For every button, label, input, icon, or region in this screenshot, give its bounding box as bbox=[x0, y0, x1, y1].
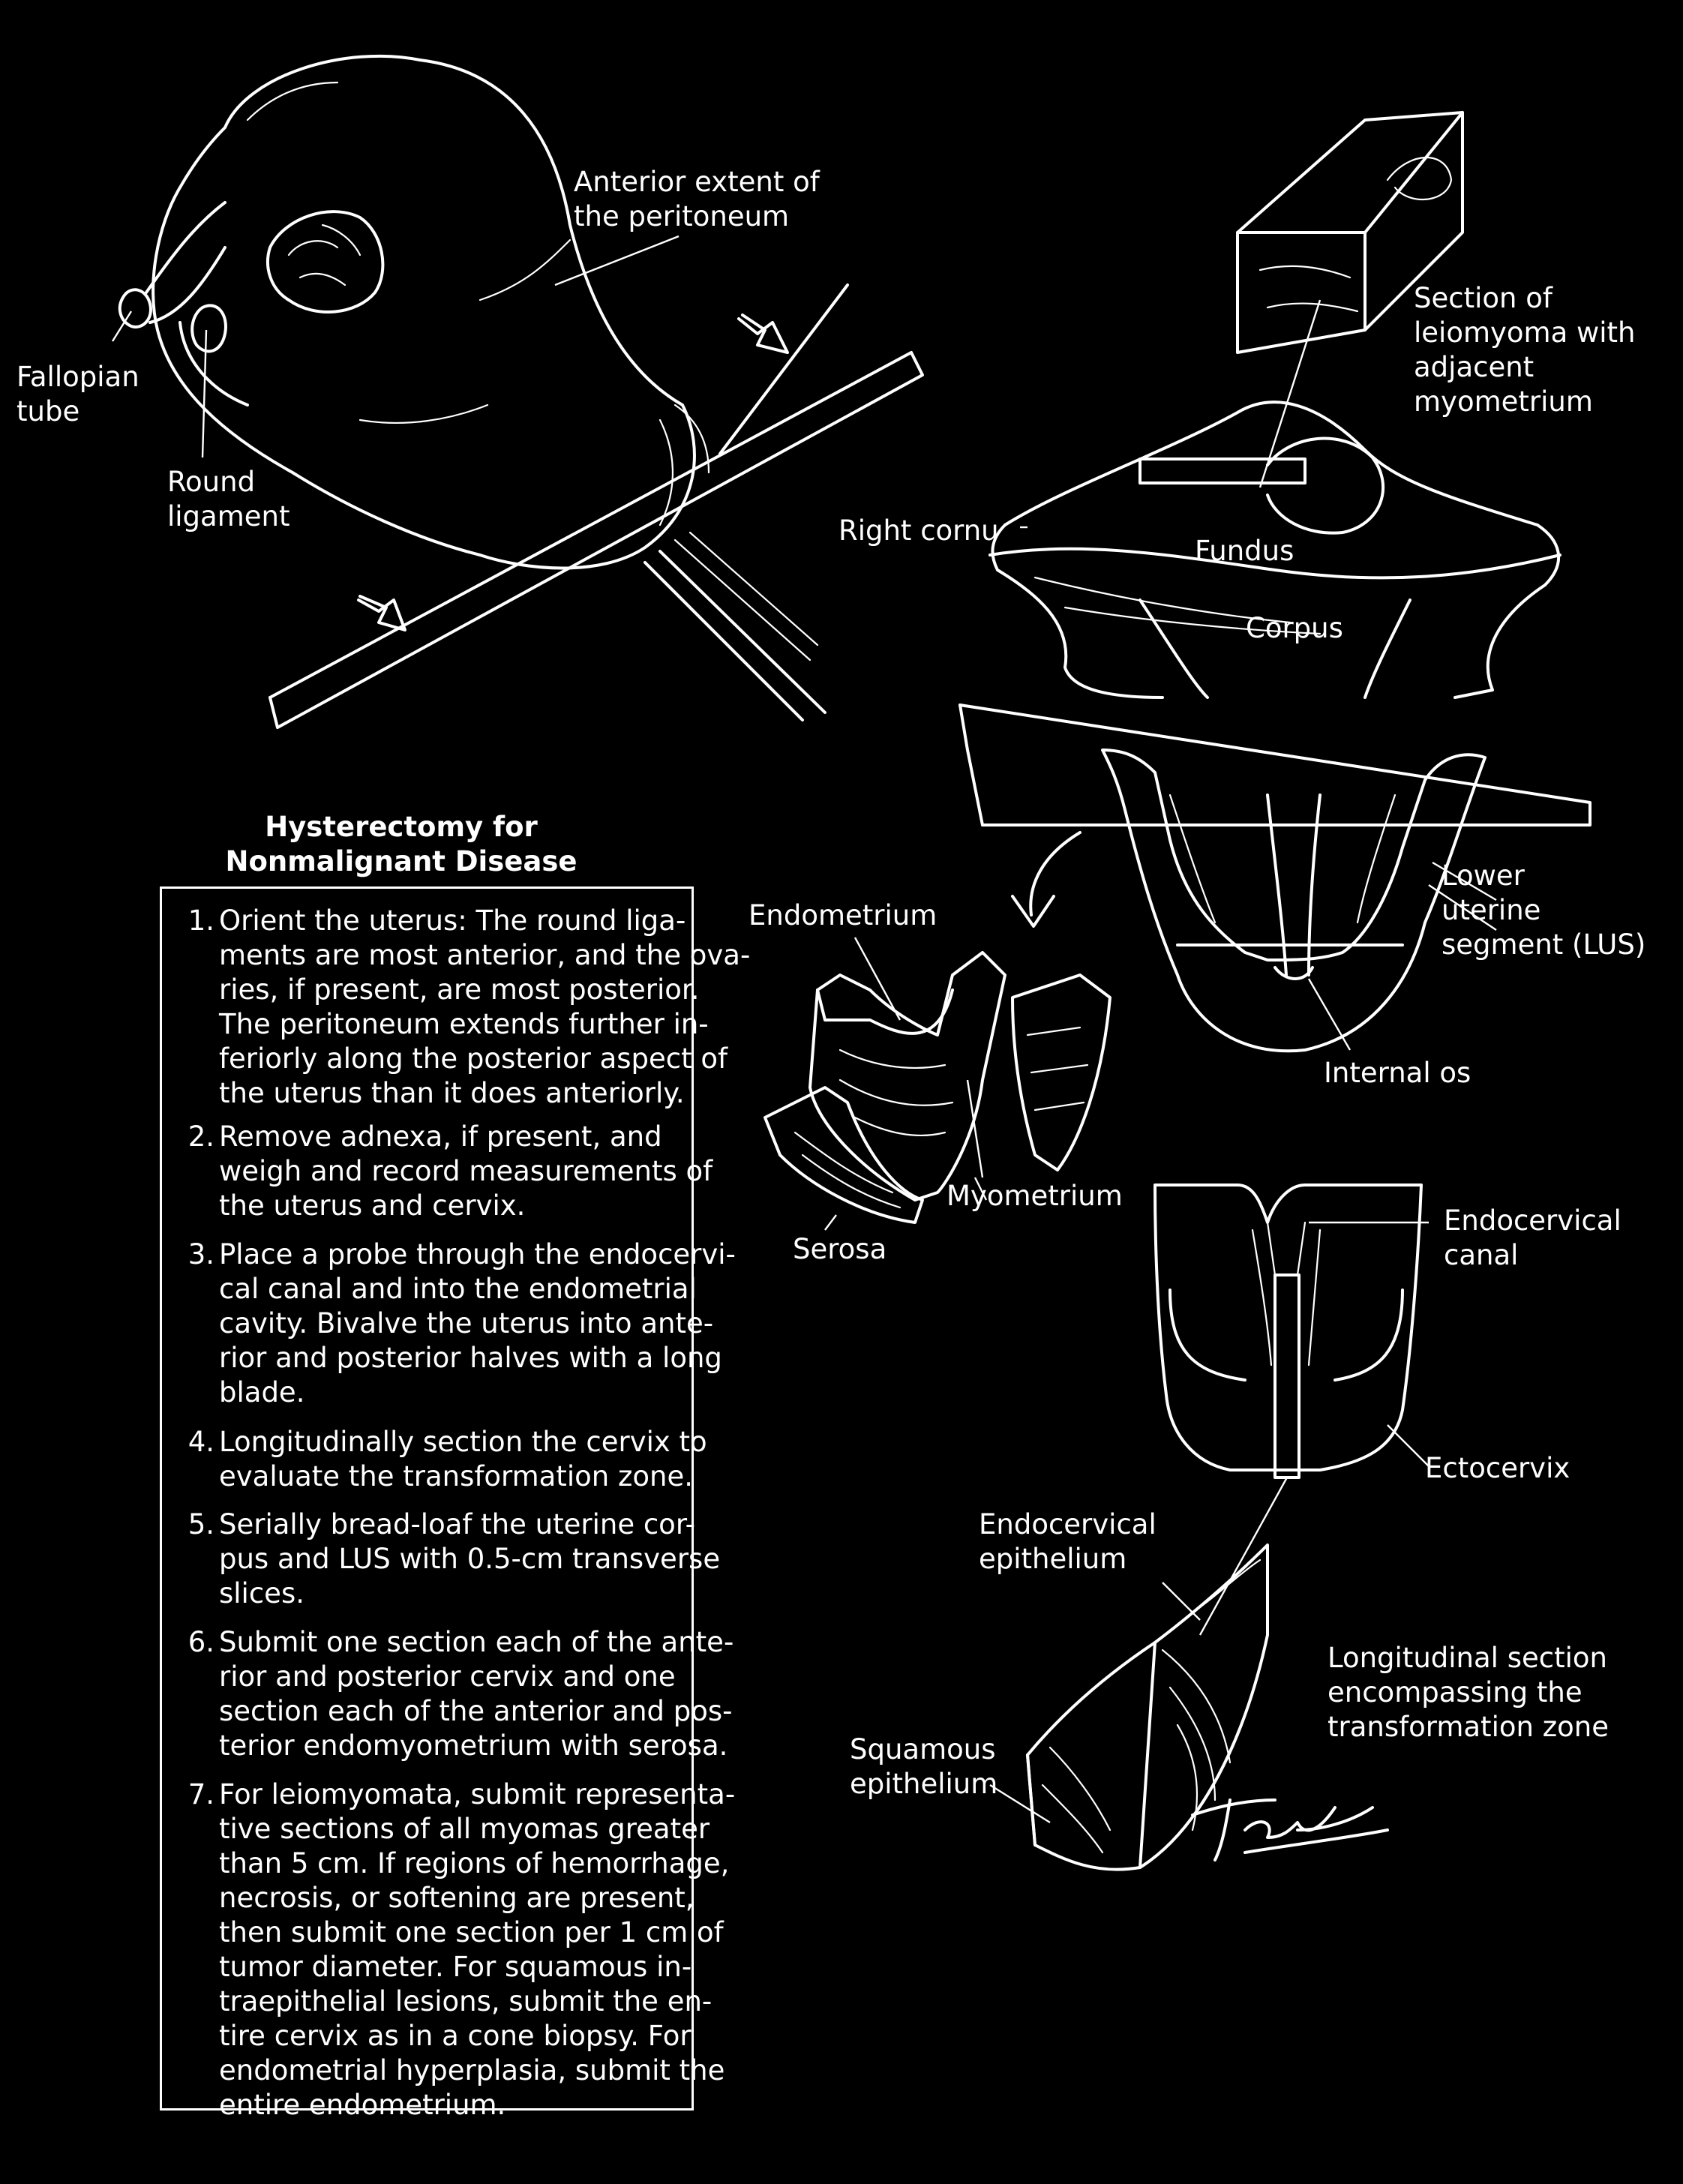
label-right-cornu: Right cornu bbox=[838, 514, 999, 548]
step-text: Serially bread-loaf the uterine cor- pus… bbox=[219, 1508, 669, 1611]
step-number: 1. bbox=[178, 904, 214, 938]
step-number: 6. bbox=[178, 1625, 214, 1660]
uterus-bisection-drawing bbox=[112, 56, 922, 728]
step-number: 7. bbox=[178, 1778, 214, 1812]
step-number: 4. bbox=[178, 1425, 214, 1460]
label-endocervical-epithelium: Endocervical epithelium bbox=[979, 1508, 1156, 1576]
step-text: Place a probe through the endocervi- cal… bbox=[219, 1238, 669, 1410]
procedure-steps-box: 1. Orient the uterus: The round liga- me… bbox=[160, 886, 694, 2110]
label-corpus: Corpus bbox=[1246, 611, 1343, 646]
label-endometrium: Endometrium bbox=[748, 898, 937, 933]
heading-line-2: Nonmalignant Disease bbox=[172, 844, 630, 879]
step-text: Remove adnexa, if present, and weigh and… bbox=[219, 1120, 669, 1223]
label-fallopian-tube: Fallopian tube bbox=[16, 360, 140, 429]
label-lower-uterine-segment: Lower uterine segment (LUS) bbox=[1442, 859, 1646, 962]
label-squamous-epithelium: Squamous epithelium bbox=[850, 1732, 998, 1802]
step-number: 5. bbox=[178, 1508, 214, 1542]
label-endocervical-canal: Endocervical canal bbox=[1444, 1204, 1622, 1273]
label-longitudinal-section: Longitudinal section encompassing the tr… bbox=[1328, 1641, 1609, 1744]
signature-drawing bbox=[1192, 1800, 1388, 1860]
heading-line-1: Hysterectomy for bbox=[172, 810, 630, 844]
step-number: 2. bbox=[178, 1120, 214, 1154]
step-text: Longitudinally section the cervix to eva… bbox=[219, 1425, 669, 1494]
step-number: 3. bbox=[178, 1238, 214, 1272]
procedure-heading: Hysterectomy for Nonmalignant Disease bbox=[172, 810, 630, 879]
label-internal-os: Internal os bbox=[1324, 1056, 1471, 1090]
step-text: Submit one section each of the ante- rio… bbox=[219, 1625, 669, 1763]
label-round-ligament: Round ligament bbox=[167, 465, 290, 534]
label-fundus: Fundus bbox=[1195, 534, 1294, 568]
label-ectocervix: Ectocervix bbox=[1425, 1451, 1570, 1486]
label-anterior-peritoneum: Anterior extent of the peritoneum bbox=[574, 165, 820, 234]
label-serosa: Serosa bbox=[793, 1232, 886, 1267]
label-myometrium: Myometrium bbox=[946, 1179, 1123, 1214]
step-text: For leiomyomata, submit representa- tive… bbox=[219, 1778, 669, 2122]
cervix-section-drawing bbox=[1155, 1185, 1429, 1635]
label-section-leiomyoma: Section of leiomyoma with adjacent myome… bbox=[1414, 281, 1636, 419]
step-text: Orient the uterus: The round liga- ments… bbox=[219, 904, 669, 1111]
